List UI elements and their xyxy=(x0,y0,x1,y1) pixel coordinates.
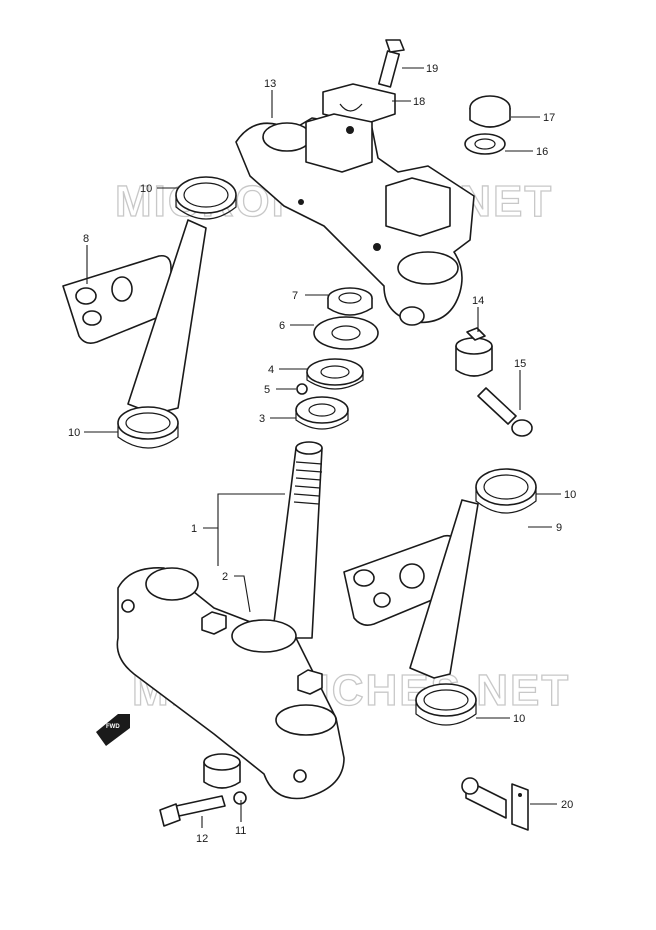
callout-18: 18 xyxy=(413,96,425,108)
fork-seal-10b xyxy=(117,406,179,449)
race-3 xyxy=(295,396,349,430)
fork-seal-10c xyxy=(475,468,537,514)
bracket-8 xyxy=(62,219,207,415)
bolt-12 xyxy=(159,795,226,827)
nut-7 xyxy=(327,287,373,316)
fwd-badge: FWD xyxy=(96,714,130,746)
bolt-19 xyxy=(378,39,405,88)
bolt-15 xyxy=(477,387,533,437)
callout-2: 2 xyxy=(222,571,228,583)
fork-seal-10a xyxy=(175,176,237,220)
clamp-11 xyxy=(203,753,247,805)
steering-stem-1 xyxy=(271,441,323,639)
callout-15: 15 xyxy=(514,358,526,370)
fork-seal-10d xyxy=(415,683,477,726)
callout-17: 17 xyxy=(543,112,555,124)
callout-10c: 10 xyxy=(564,489,576,501)
ball-5 xyxy=(296,383,308,395)
callout-4: 4 xyxy=(268,364,274,376)
callout-7: 7 xyxy=(292,290,298,302)
cap-17 xyxy=(469,95,511,128)
callout-10d: 10 xyxy=(513,713,525,725)
handlebar-holder-18 xyxy=(322,83,396,125)
callout-1: 1 xyxy=(191,523,197,535)
callout-13: 13 xyxy=(264,78,276,90)
lower-bracket-2 xyxy=(116,567,345,800)
washer-16 xyxy=(464,133,506,155)
callout-5: 5 xyxy=(264,384,270,396)
callout-11: 11 xyxy=(235,825,246,837)
lock-20 xyxy=(461,777,529,831)
callout-16: 16 xyxy=(536,146,548,158)
callout-12: 12 xyxy=(196,833,208,845)
callout-10a: 10 xyxy=(140,183,152,195)
callout-8: 8 xyxy=(83,233,89,245)
leader-lines xyxy=(84,67,561,828)
clamp-14 xyxy=(455,327,493,377)
callout-6: 6 xyxy=(279,320,285,332)
callout-19: 19 xyxy=(426,63,438,75)
callout-10b: 10 xyxy=(68,427,80,439)
upper-bracket-13 xyxy=(235,113,475,326)
race-4 xyxy=(306,358,364,390)
callout-9: 9 xyxy=(556,522,562,534)
callout-3: 3 xyxy=(259,413,265,425)
callout-14: 14 xyxy=(472,295,484,307)
washer-6 xyxy=(313,316,379,350)
callout-labels: 19 18 17 16 13 10 8 7 6 4 5 3 10 14 15 1… xyxy=(68,63,576,845)
callout-20: 20 xyxy=(561,799,573,811)
bracket-9 xyxy=(343,499,479,679)
fwd-label: FWD xyxy=(106,724,120,730)
